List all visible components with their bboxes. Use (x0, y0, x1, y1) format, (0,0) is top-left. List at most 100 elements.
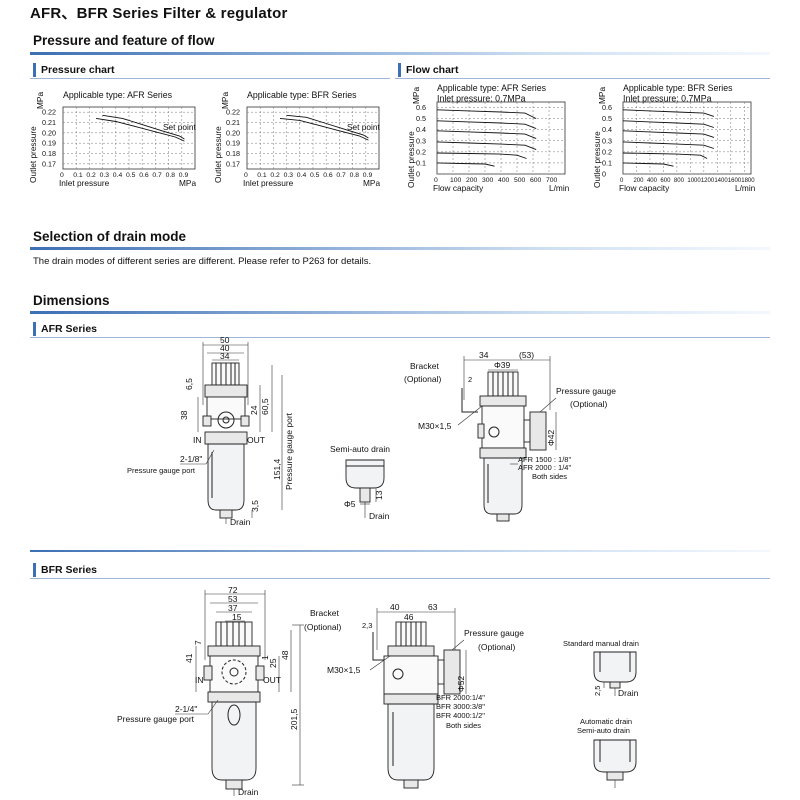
y-axis-unit: MPa (35, 92, 45, 109)
x-tick-label: 200 (633, 178, 644, 184)
y-tick-label: 0.21 (42, 118, 56, 127)
x-tick-label: 0.8 (166, 172, 176, 179)
label-out: OUT (263, 675, 281, 685)
x-tick-label: 0.6 (139, 172, 149, 179)
bfr-side-view: 40 63 46 Bracket (Optional) 2,3 Φ52 Pres… (304, 602, 524, 789)
series-line (102, 114, 185, 140)
subsection-divider (30, 578, 770, 579)
label-optional: (Optional) (304, 622, 341, 632)
x-tick-label: 0.5 (310, 172, 320, 179)
x-axis-label: Inlet pressure (59, 178, 110, 188)
y-tick-label: 0.18 (226, 149, 240, 158)
dim-40: 40 (390, 602, 400, 612)
bfr-front-view: 72 53 37 15 Drain 7 41 IN OUT 1 25 48 (117, 585, 304, 797)
y-tick-label: 0 (416, 170, 420, 179)
label-gauge-optional: (Optional) (478, 642, 515, 652)
x-tick-label: 0.7 (152, 172, 162, 179)
dim-2: 2 (468, 375, 472, 384)
subsection-divider (30, 78, 390, 79)
x-tick-label: 0.2 (270, 172, 280, 179)
y-tick-label: 0.2 (602, 147, 612, 156)
x-tick-label: 400 (647, 178, 658, 184)
dim-phi-52: Φ52 (456, 675, 466, 692)
port-size-2: BFR 3000:3/8" (436, 702, 485, 711)
x-tick-label: 0.3 (100, 172, 110, 179)
y-tick-label: 0.4 (416, 125, 426, 134)
y-axis-unit: MPa (220, 92, 230, 109)
chart-annotation: Set point (163, 122, 196, 132)
port-size-1: AFR 1500 : 1/8" (518, 455, 571, 464)
dim-24: 24 (249, 405, 259, 415)
x-axis-label: Flow capacity (619, 183, 670, 193)
y-tick-label: 0.17 (42, 159, 56, 168)
x-tick-label: 0.1 (257, 172, 267, 179)
y-axis-label: Outlet pressure (592, 131, 602, 188)
dim-72: 72 (228, 585, 238, 595)
x-tick-label: 1400 (714, 178, 728, 184)
chart-title: Applicable type: AFR Series (63, 90, 173, 100)
dim-25: 25 (268, 658, 278, 668)
dim-48: 48 (280, 650, 290, 660)
afr-dimension-drawings: 50 40 34 Drain 6,5 38 IN OUT 24 60,5 (127, 335, 616, 527)
label-gauge-port: Pressure gauge port (117, 714, 195, 724)
label-out: OUT (247, 435, 265, 445)
series-line (436, 109, 537, 120)
x-axis-label: Inlet pressure (243, 178, 294, 188)
series-line (279, 117, 369, 141)
flow-chart-label: Flow chart (398, 63, 459, 77)
y-tick-label: 0.21 (226, 118, 240, 127)
dim-38: 38 (179, 410, 189, 420)
semi-auto-drain-title: Semi-auto drain (330, 444, 390, 454)
y-tick-label: 0.17 (226, 159, 240, 168)
dim-41: 41 (184, 653, 194, 663)
afr-series-label: AFR Series (33, 322, 97, 336)
x-tick-label: 0 (60, 172, 64, 179)
label-in: IN (195, 675, 204, 685)
dim-53: 53 (228, 594, 238, 604)
afr-front-view: 50 40 34 Drain 6,5 38 IN OUT 24 60,5 (127, 335, 294, 527)
section-divider (30, 247, 770, 250)
x-tick-label: 0.4 (297, 172, 307, 179)
label-thread: M30×1,5 (327, 665, 361, 675)
x-tick-label: 0.1 (73, 172, 83, 179)
y-tick-label: 0.6 (416, 103, 426, 112)
label-both-sides: Both sides (446, 721, 481, 730)
y-tick-label: 0.5 (602, 114, 612, 123)
series-line (622, 162, 674, 167)
y-axis-label: Outlet pressure (406, 131, 416, 188)
chart-title: Applicable type: BFR Series (623, 83, 733, 93)
y-tick-label: 0.3 (602, 136, 612, 145)
semi-label-drain: Drain (369, 511, 390, 521)
label-optional: (Optional) (404, 374, 441, 384)
dim-2-5: 2,5 (593, 686, 602, 696)
x-tick-label: 100 (450, 177, 462, 184)
label-port-size: 2-1/8" (180, 454, 202, 464)
y-tick-label: 0.6 (602, 103, 612, 112)
x-tick-label: 0.7 (336, 172, 346, 179)
y-tick-label: 0.19 (42, 139, 56, 148)
section-title-drain: Selection of drain mode (33, 229, 187, 244)
afr-semi-auto-drain: Semi-auto drain Drain Φ5 13 (330, 444, 390, 521)
x-tick-label: 0.4 (113, 172, 123, 179)
x-axis-unit: L/min (549, 183, 570, 193)
x-tick-label: 0.6 (323, 172, 333, 179)
y-tick-label: 0.22 (42, 108, 56, 117)
dim-40: 40 (220, 343, 230, 353)
y-tick-label: 0.20 (42, 128, 56, 137)
y-tick-label: 0 (602, 170, 606, 179)
y-tick-label: 0.20 (226, 128, 240, 137)
dim-15: 15 (232, 612, 242, 622)
dim-34: 34 (220, 351, 230, 361)
label-gauge-optional: (Optional) (570, 399, 607, 409)
dim-phi-39: Φ39 (494, 360, 511, 370)
series-line (622, 109, 715, 117)
label-vertical-gauge: Pressure gauge port (284, 412, 294, 490)
bfr-series-label: BFR Series (33, 563, 97, 577)
page-title: AFR、BFR Series Filter & regulator (30, 5, 288, 22)
chart-annotation: Set point (347, 122, 380, 132)
port-size-1: BFR 2000:1/4" (436, 693, 485, 702)
x-tick-label: 1800 (741, 178, 755, 184)
subsection-divider (30, 337, 770, 338)
x-tick-label: 600 (660, 178, 671, 184)
